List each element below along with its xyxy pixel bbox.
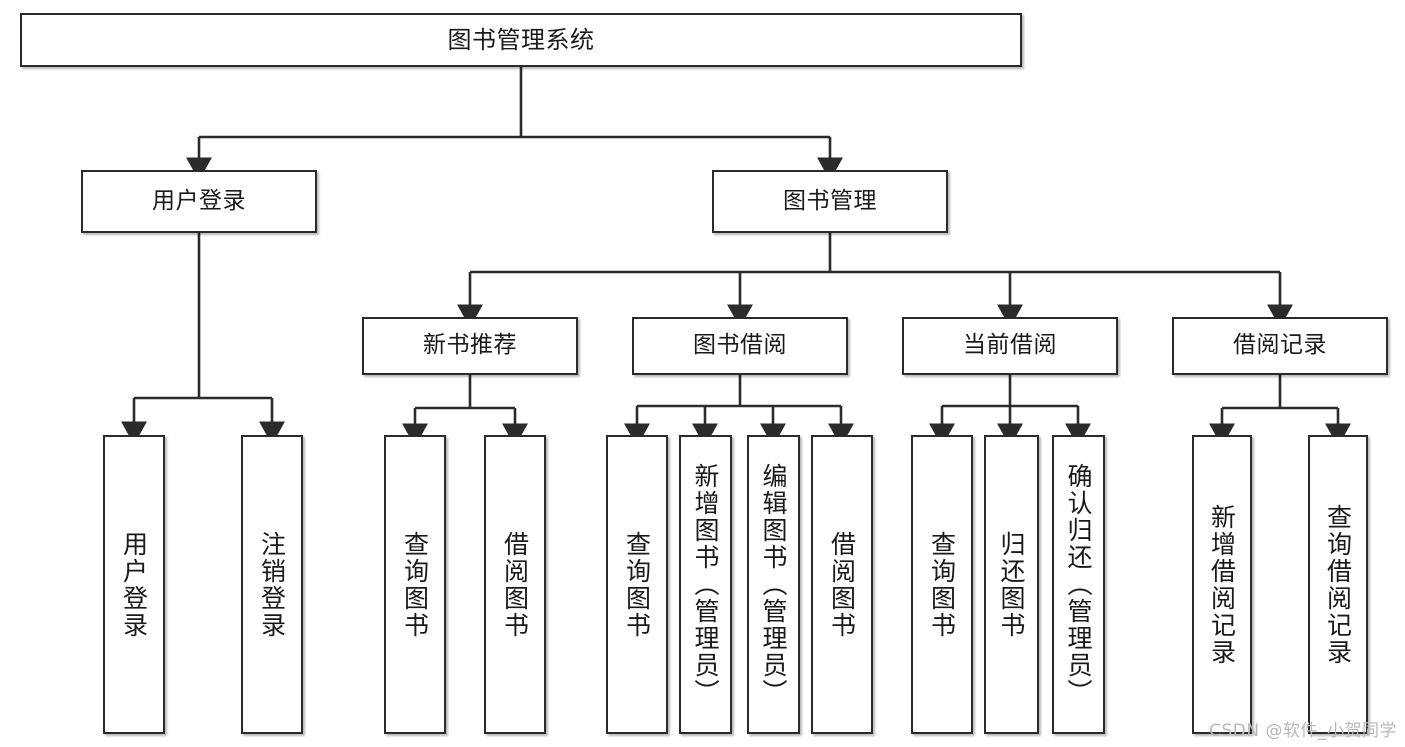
node-label: 用户登录 (119, 530, 149, 639)
node-label: 查询图书 (622, 530, 652, 639)
watermark: CSDN @软件_小贺同学 (1209, 721, 1397, 741)
node-label: 用户登录 (152, 187, 246, 214)
node-current-borrow[interactable]: 当前借阅 (902, 317, 1118, 375)
node-borrow-record[interactable]: 借阅记录 (1172, 317, 1388, 375)
node-leaf-add-book-admin[interactable]: 新增图书（管理员） (679, 435, 732, 734)
node-leaf-confirm-return-admin[interactable]: 确认归还（管理员） (1052, 435, 1105, 734)
node-label: 图书管理 (783, 187, 877, 214)
node-book-management[interactable]: 图书管理 (712, 170, 948, 233)
node-new-book-recommend[interactable]: 新书推荐 (362, 317, 578, 375)
node-leaf-return-book[interactable]: 归还图书 (984, 435, 1039, 734)
node-leaf-user-login[interactable]: 用户登录 (103, 435, 165, 734)
node-leaf-borrow-book[interactable]: 借阅图书 (811, 435, 873, 734)
node-leaf-edit-book-admin[interactable]: 编辑图书（管理员） (747, 435, 800, 734)
node-label: 当前借阅 (963, 332, 1057, 359)
node-leaf-query-borrow-record[interactable]: 查询借阅记录 (1308, 435, 1368, 734)
node-label: 查询图书 (400, 530, 430, 639)
node-leaf-query-book-recommend[interactable]: 查询图书 (384, 435, 446, 734)
node-label: 查询借阅记录 (1323, 503, 1353, 666)
node-leaf-query-book-borrow[interactable]: 查询图书 (606, 435, 668, 734)
node-label: 新书推荐 (423, 332, 517, 359)
node-label: 借阅记录 (1233, 332, 1327, 359)
node-user-login[interactable]: 用户登录 (81, 170, 317, 233)
node-root-system[interactable]: 图书管理系统 (20, 13, 1022, 67)
node-book-borrow[interactable]: 图书借阅 (632, 317, 848, 375)
node-leaf-add-borrow-record[interactable]: 新增借阅记录 (1192, 435, 1252, 734)
node-leaf-borrow-book-recommend[interactable]: 借阅图书 (484, 435, 546, 734)
node-label: 借阅图书 (500, 530, 530, 639)
node-label: 新增借阅记录 (1207, 503, 1237, 666)
node-leaf-query-book-current[interactable]: 查询图书 (911, 435, 973, 734)
node-label: 注销登录 (257, 530, 287, 639)
node-leaf-user-logout[interactable]: 注销登录 (241, 435, 303, 734)
node-label: 借阅图书 (827, 530, 857, 639)
node-label: 新增图书（管理员） (691, 463, 720, 706)
node-label: 图书管理系统 (447, 25, 595, 54)
node-label: 图书借阅 (693, 332, 787, 359)
node-label: 编辑图书（管理员） (759, 463, 788, 706)
node-label: 查询图书 (927, 530, 957, 639)
node-label: 确认归还（管理员） (1064, 463, 1093, 706)
node-label: 归还图书 (997, 530, 1026, 639)
